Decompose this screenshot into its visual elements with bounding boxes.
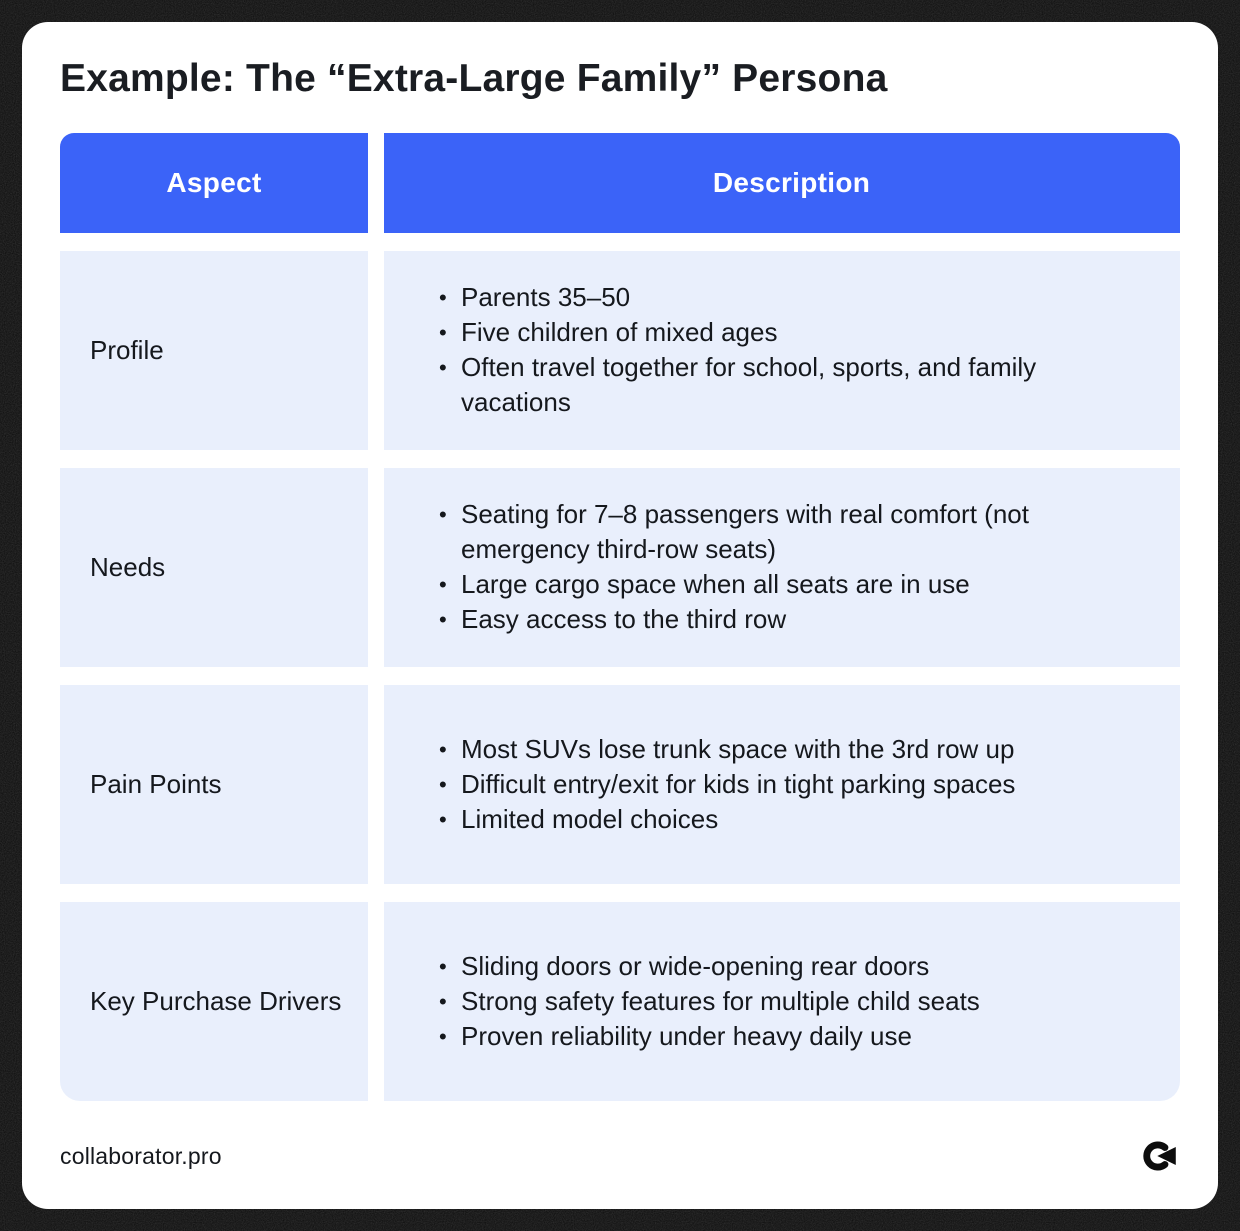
- description-cell: Most SUVs lose trunk space with the 3rd …: [384, 684, 1180, 884]
- page-title: Example: The “Extra-Large Family” Person…: [60, 57, 888, 100]
- bullet-item: Easy access to the third row: [437, 602, 1146, 637]
- aspect-cell: Profile: [60, 250, 368, 450]
- bullet-item: Sliding doors or wide-opening rear doors: [437, 949, 980, 984]
- bullet-list: Sliding doors or wide-opening rear doors…: [437, 949, 980, 1054]
- bullet-item: Five children of mixed ages: [437, 315, 1146, 350]
- aspect-label: Profile: [90, 334, 164, 365]
- bullet-item: Seating for 7–8 passengers with real com…: [437, 497, 1146, 567]
- bullet-item: Strong safety features for multiple chil…: [437, 984, 980, 1019]
- bullet-item: Often travel together for school, sports…: [437, 350, 1146, 420]
- table-body: Profile Parents 35–50Five children of mi…: [60, 250, 1180, 1101]
- bullet-item: Limited model choices: [437, 802, 1015, 837]
- table-header-row: Aspect Description: [60, 132, 1180, 233]
- bullet-item: Parents 35–50: [437, 280, 1146, 315]
- collaborator-logo-icon: [1142, 1137, 1180, 1175]
- column-header-description: Description: [384, 132, 1180, 233]
- table-row: Profile Parents 35–50Five children of mi…: [60, 250, 1180, 450]
- site-name: collaborator.pro: [60, 1142, 222, 1169]
- table-row: Needs Seating for 7–8 passengers with re…: [60, 467, 1180, 667]
- bullet-item: Difficult entry/exit for kids in tight p…: [437, 767, 1015, 802]
- description-cell: Seating for 7–8 passengers with real com…: [384, 467, 1180, 667]
- description-cell: Parents 35–50Five children of mixed ages…: [384, 250, 1180, 450]
- table-row: Pain Points Most SUVs lose trunk space w…: [60, 684, 1180, 884]
- persona-table: Aspect Description Profile Parents 35–50…: [60, 132, 1180, 1101]
- column-header-aspect: Aspect: [60, 132, 368, 233]
- aspect-label: Pain Points: [90, 768, 222, 799]
- aspect-cell: Pain Points: [60, 684, 368, 884]
- bullet-list: Most SUVs lose trunk space with the 3rd …: [437, 732, 1015, 837]
- bullet-item: Most SUVs lose trunk space with the 3rd …: [437, 732, 1015, 767]
- bullet-list: Seating for 7–8 passengers with real com…: [437, 497, 1146, 637]
- bullet-item: Proven reliability under heavy daily use: [437, 1019, 980, 1054]
- aspect-label: Key Purchase Drivers: [90, 985, 342, 1016]
- table-row: Key Purchase Drivers Sliding doors or wi…: [60, 901, 1180, 1101]
- aspect-label: Needs: [90, 551, 166, 582]
- bullet-item: Large cargo space when all seats are in …: [437, 567, 1146, 602]
- document-card: Example: The “Extra-Large Family” Person…: [22, 22, 1218, 1209]
- bullet-list: Parents 35–50Five children of mixed ages…: [437, 280, 1146, 420]
- description-cell: Sliding doors or wide-opening rear doors…: [384, 901, 1180, 1101]
- aspect-cell: Needs: [60, 467, 368, 667]
- aspect-cell: Key Purchase Drivers: [60, 901, 368, 1101]
- footer: collaborator.pro: [60, 1137, 1180, 1177]
